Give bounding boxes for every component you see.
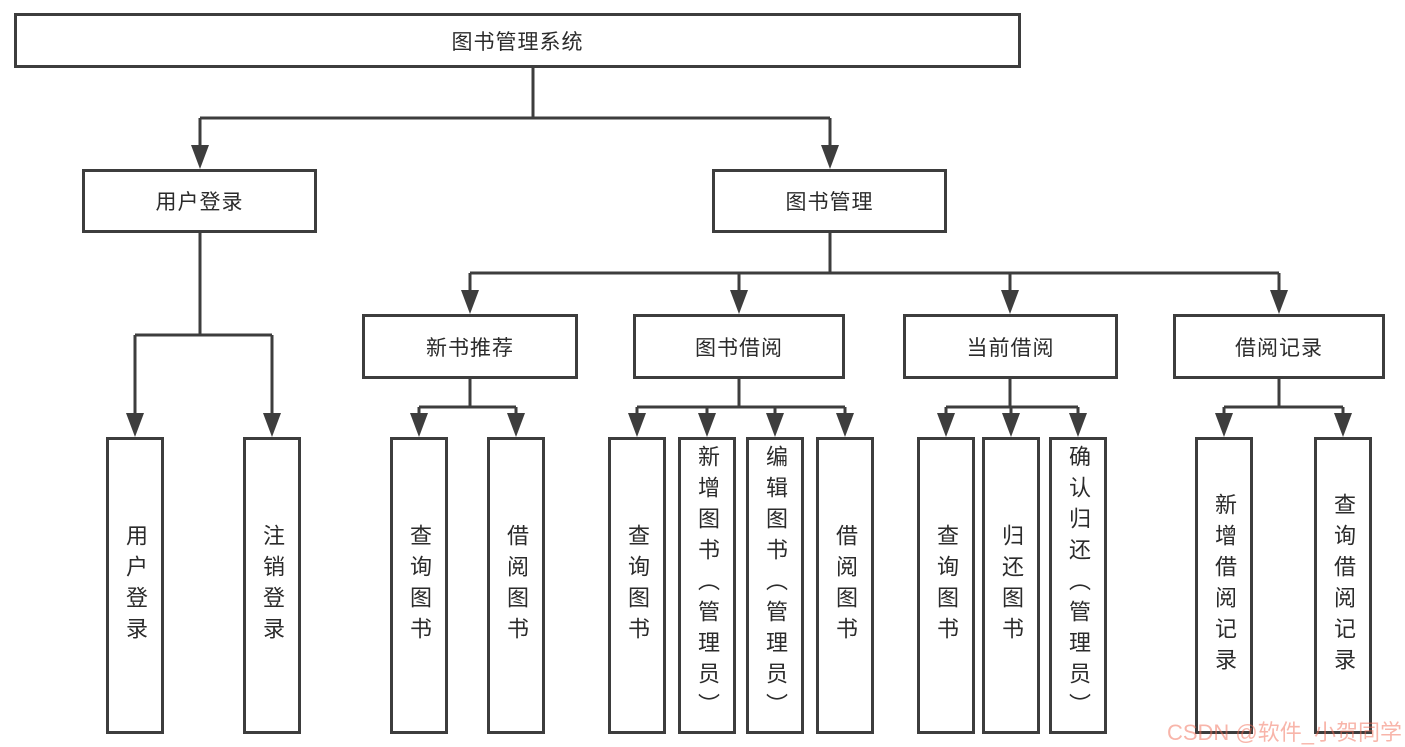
leaf-label: 编辑图书（管理员） <box>763 445 788 724</box>
leaf-logout: 注销登录 <box>243 437 301 734</box>
leaf-add-borrow-record: 新增借阅记录 <box>1195 437 1253 734</box>
leaf-label: 新增图书（管理员） <box>695 445 720 724</box>
arrowheads-level3 <box>461 290 1288 314</box>
leaf-label: 用户登录 <box>123 523 148 648</box>
connector-borrow-to-leaves <box>635 379 847 414</box>
leaf-add-books-admin: 新增图书（管理员） <box>678 437 736 734</box>
node-new-book-recommend: 新书推荐 <box>362 314 578 379</box>
node-root: 图书管理系统 <box>14 13 1021 68</box>
node-label: 图书管理 <box>785 191 874 214</box>
node-label: 图书借阅 <box>695 336 783 360</box>
leaf-edit-books-admin: 编辑图书（管理员） <box>746 437 804 734</box>
connector-root-to-level2 <box>198 68 832 146</box>
csdn-watermark: CSDN @软件_小贺同学 <box>1166 720 1402 745</box>
leaf-label: 归还图书 <box>999 523 1024 648</box>
node-root-label: 图书管理系统 <box>451 30 584 54</box>
node-borrow-records: 借阅记录 <box>1173 314 1385 379</box>
leaf-label: 查询图书 <box>934 523 959 648</box>
connector-login-to-leaves <box>133 233 274 414</box>
leaf-label: 查询图书 <box>407 523 432 648</box>
connector-recommend-to-leaves <box>417 379 518 414</box>
node-book-borrow: 图书借阅 <box>633 314 845 379</box>
leaf-user-login: 用户登录 <box>106 437 164 734</box>
arrowheads-level2 <box>191 145 839 169</box>
leaf-label: 借阅图书 <box>504 523 529 648</box>
leaf-query-books-recommend: 查询图书 <box>390 437 448 734</box>
leaf-label: 确认归还（管理员） <box>1066 445 1091 724</box>
node-label: 借阅记录 <box>1235 336 1323 360</box>
node-current-borrow: 当前借阅 <box>903 314 1118 379</box>
leaf-confirm-return-admin: 确认归还（管理员） <box>1049 437 1107 734</box>
leaf-label: 新增借阅记录 <box>1212 492 1237 679</box>
arrowheads-leaves <box>126 413 1352 437</box>
connector-mgmt-to-level3 <box>468 233 1281 291</box>
node-book-management: 图书管理 <box>712 169 947 233</box>
leaf-return-books: 归还图书 <box>982 437 1040 734</box>
leaf-label: 查询借阅记录 <box>1331 492 1356 679</box>
leaf-query-borrow-record: 查询借阅记录 <box>1314 437 1372 734</box>
node-label: 用户登录 <box>155 191 244 214</box>
leaf-label: 注销登录 <box>260 523 285 648</box>
leaf-query-books-current: 查询图书 <box>917 437 975 734</box>
node-label: 新书推荐 <box>426 336 514 360</box>
connector-current-to-leaves <box>944 379 1080 414</box>
node-user-login: 用户登录 <box>82 169 317 233</box>
leaf-borrow-books: 借阅图书 <box>816 437 874 734</box>
leaf-query-books-borrow: 查询图书 <box>608 437 666 734</box>
node-label: 当前借阅 <box>966 336 1055 360</box>
leaf-borrow-books-recommend: 借阅图书 <box>487 437 545 734</box>
leaf-label: 借阅图书 <box>833 523 858 648</box>
leaf-label: 查询图书 <box>625 523 650 648</box>
connector-records-to-leaves <box>1222 379 1345 414</box>
